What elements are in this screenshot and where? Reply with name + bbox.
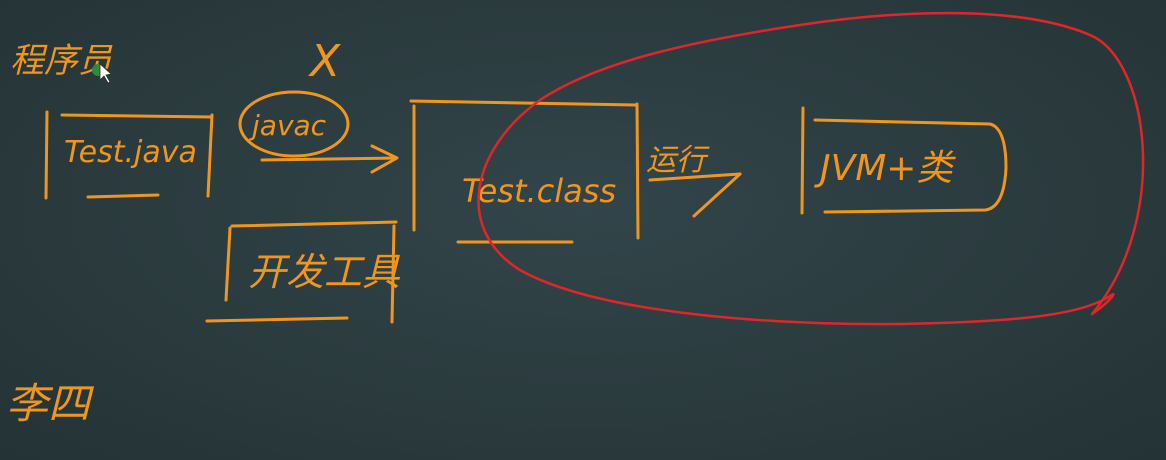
class-file-label: Test.class xyxy=(462,172,616,210)
source-file-label: Test.java xyxy=(64,135,197,170)
compiler-label: javac xyxy=(248,109,327,142)
mouse-pointer-icon xyxy=(99,63,112,84)
class-file-box xyxy=(409,99,640,244)
run-label: 运行 xyxy=(646,143,710,178)
jvm-box xyxy=(800,106,1008,215)
li-si-label: 李四 xyxy=(6,379,95,428)
highlight-loop xyxy=(477,11,1145,326)
run-arrow xyxy=(648,172,742,218)
dev-tools-label: 开发工具 xyxy=(248,250,401,294)
dev-tools-box xyxy=(205,220,398,324)
x-mark: X xyxy=(308,36,341,87)
compiler-circle xyxy=(238,90,350,158)
compile-arrow xyxy=(260,144,399,174)
source-file-box xyxy=(44,110,214,200)
jvm-label: JVM+类 xyxy=(814,148,956,189)
